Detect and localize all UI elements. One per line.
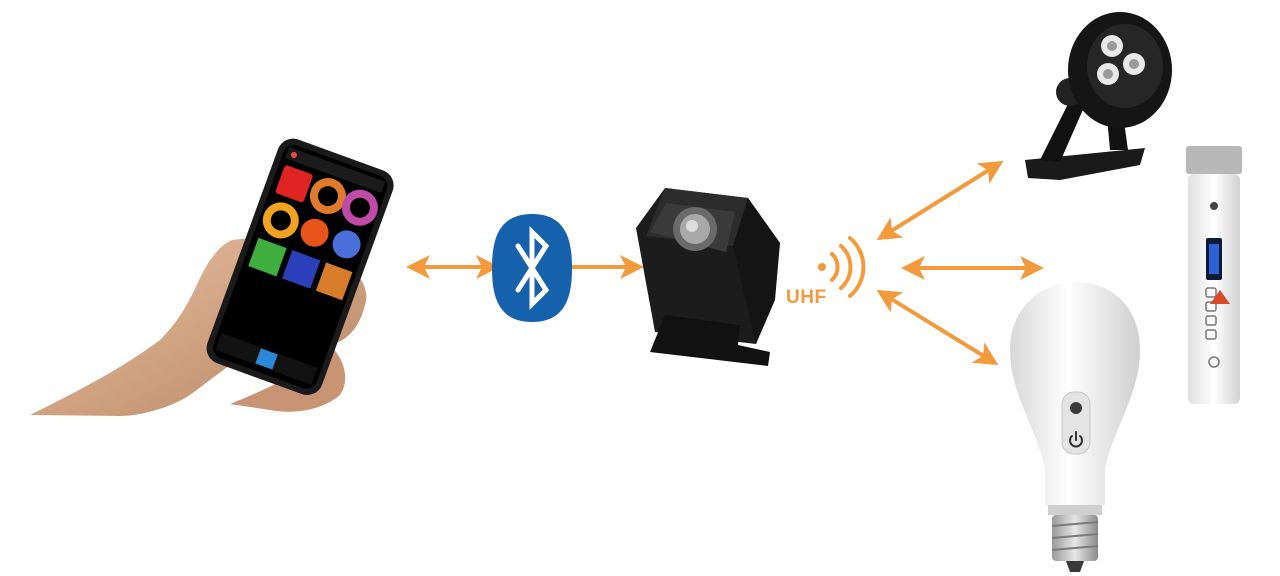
radio-waves-icon [818, 236, 866, 298]
app-tile [300, 218, 329, 247]
app-tile [275, 165, 313, 203]
arrow-transmitter-spotlight [876, 160, 1004, 241]
wireless-transmitter [636, 188, 780, 366]
connection-arrows [406, 160, 1044, 366]
power-icon [1069, 431, 1083, 448]
led-spotlight [1025, 12, 1172, 180]
led-tube [1186, 146, 1242, 404]
tube-button [1205, 287, 1217, 298]
app-tile [332, 230, 361, 259]
tube-button [1205, 315, 1217, 326]
app-tile [282, 250, 321, 289]
led-bulb [1010, 282, 1140, 572]
app-tile [315, 262, 353, 301]
tube-button [1205, 301, 1217, 312]
nav-active-tab [255, 348, 278, 370]
bluetooth-icon [515, 225, 550, 311]
bluetooth-badge [492, 214, 572, 322]
app-tile [248, 237, 287, 277]
uhf-label: UHF [786, 287, 827, 308]
app-tile [341, 189, 378, 226]
app-tile [309, 178, 346, 215]
smartphone-in-hand [30, 138, 394, 416]
app-tile [262, 202, 299, 239]
tube-button [1205, 329, 1217, 340]
arrow-transmitter-bulb [876, 289, 999, 366]
hand [30, 238, 367, 416]
